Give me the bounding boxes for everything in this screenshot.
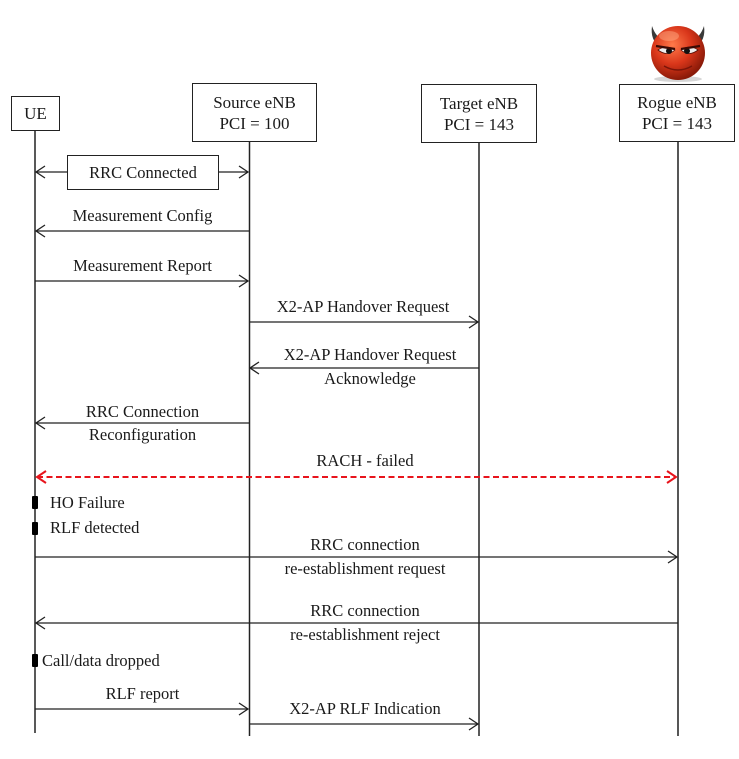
label-x2ap-rlf-indication: X2-AP RLF Indication	[289, 699, 441, 718]
label-rach-failed: RACH - failed	[316, 451, 414, 470]
rrc-connected-label: RRC Connected	[89, 162, 197, 182]
label-rrc-reestablishment-request-1: RRC connection	[310, 535, 420, 554]
message-rrc-connection-reconfiguration	[34, 416, 249, 430]
label-x2ap-handover-request-ack-1: X2-AP Handover Request	[283, 345, 457, 364]
label-rrc-connection-reconfiguration-2: Reconfiguration	[88, 425, 197, 444]
label-rlf-report: RLF report	[105, 684, 180, 703]
note-rlf-detected: RLF detected	[50, 518, 140, 537]
message-rlf-report	[35, 702, 250, 716]
message-measurement-config	[34, 224, 249, 238]
entity-ue: UE	[11, 96, 60, 131]
entity-rogue-enb-name: Rogue eNB	[637, 93, 717, 112]
entity-ue-name: UE	[24, 104, 47, 123]
label-rrc-reestablishment-reject-1: RRC connection	[310, 601, 420, 620]
label-rrc-reestablishment-reject-2: re-establishment reject	[290, 625, 440, 644]
entity-target-enb-pci: PCI = 143	[443, 114, 515, 134]
message-x2ap-handover-request	[250, 315, 480, 329]
ue-event-marker	[32, 654, 38, 667]
rrc-connected-box: RRC Connected	[67, 155, 219, 190]
message-x2ap-rlf-indication	[250, 717, 480, 731]
label-measurement-report: Measurement Report	[73, 256, 212, 275]
note-ho-failure: HO Failure	[50, 493, 125, 512]
label-x2ap-handover-request-ack-2: Acknowledge	[324, 369, 416, 388]
entity-target-enb-name: Target eNB	[439, 93, 519, 113]
label-x2ap-handover-request: X2-AP Handover Request	[276, 297, 450, 316]
entity-source-enb-pci: PCI = 100	[219, 113, 290, 133]
label-measurement-config: Measurement Config	[72, 206, 213, 225]
note-call-data-dropped: Call/data dropped	[42, 651, 160, 670]
entity-source-enb: Source eNB PCI = 100	[192, 83, 317, 142]
entity-source-enb-name: Source eNB	[213, 92, 296, 112]
label-rrc-connection-reconfiguration-1: RRC Connection	[85, 402, 200, 421]
message-rrc-reestablishment-reject	[34, 616, 678, 630]
entity-rogue-enb-pci: PCI = 143	[641, 114, 713, 133]
label-rrc-reestablishment-request-2: re-establishment request	[284, 559, 446, 578]
devil-icon	[651, 26, 705, 82]
ue-event-marker	[32, 522, 38, 535]
message-rrc-reestablishment-request	[35, 550, 679, 564]
message-measurement-report	[35, 274, 250, 288]
entity-target-enb: Target eNB PCI = 143	[421, 84, 537, 143]
entity-rogue-enb: Rogue eNB PCI = 143	[619, 84, 735, 142]
message-rrc-connected	[34, 165, 250, 179]
message-x2ap-handover-request-ack	[248, 361, 479, 375]
message-rach-failed	[35, 470, 678, 484]
ue-event-marker	[32, 496, 38, 509]
